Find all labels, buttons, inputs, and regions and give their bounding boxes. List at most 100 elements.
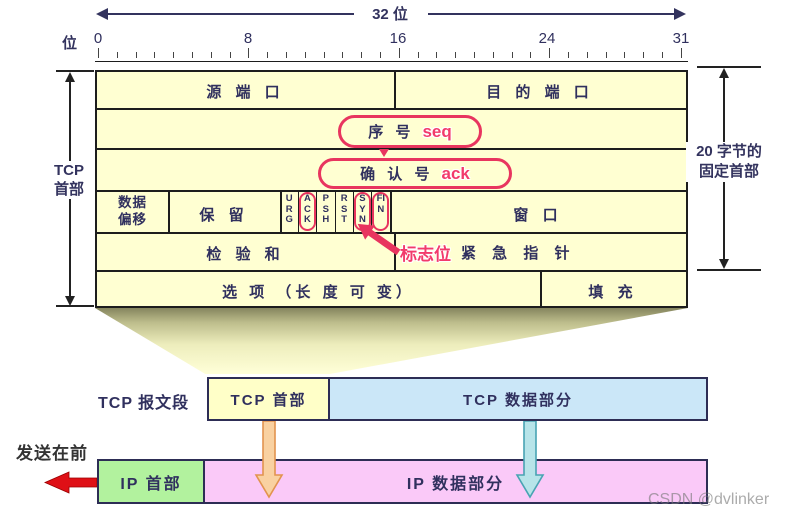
send-first-label: 发送在前 [16,444,88,463]
ruler-tick [511,52,513,58]
fixed-header-bracket-cap-top [697,66,761,68]
ruler-tick [436,52,438,58]
ruler-tick [605,52,607,58]
bit-unit-label: 位 [62,35,78,52]
col-divider [540,270,542,306]
flag-urg-label: URG [285,193,293,225]
row-divider [97,232,686,234]
data-offset-line2: 偏移 [118,212,147,227]
width-arrow-line-right [428,13,674,15]
cell-reserved: 保 留 [199,207,249,224]
ruler-tick [154,52,156,58]
ruler-tick [417,52,419,58]
flag-rst-label: RST [340,193,348,225]
width-label: 32 位 [372,6,408,23]
ip-data-cell: IP 数据部分 [205,461,706,502]
tick-label-0: 0 [93,30,103,47]
seq-annotation-oval: 序 号 seq [338,115,482,148]
cell-padding: 填 充 [588,284,638,301]
tcp-header-bracket-cap-top [56,70,94,72]
col-divider [335,190,336,232]
cell-dest-port: 目 的 端 口 [486,84,594,101]
ruler-tick [304,52,306,58]
ack-flag-oval [299,192,316,231]
cell-urgent-pointer: 紧 急 指 针 [461,245,576,262]
bracket-arrow-down-icon [65,296,75,306]
fin-flag-oval [372,192,389,231]
tcp-header-bracket-cap-bottom [56,305,94,307]
tcp-segment-header-cell: TCP 首部 [209,379,330,419]
ack-tag: ack [441,163,470,183]
col-divider [298,190,299,232]
ruler-tick [342,52,344,58]
flag-psh: PSH [317,190,335,232]
flag-urg: URG [280,190,298,232]
tick-label-24: 24 [538,30,556,47]
ruler-tick [586,52,588,58]
col-divider [394,72,396,108]
ip-header-cell: IP 首部 [99,461,205,502]
ruler-tick [361,52,363,58]
bracket-arrow-down-icon [719,259,729,269]
ruler-baseline [95,61,688,62]
ruler-tick [173,52,175,58]
cell-options: 选 项 （长 度 可 变） [222,284,415,301]
cell-sequence-number: 序 号 [368,124,415,141]
cell-data-offset: 数据 偏移 [97,194,168,228]
fixed-header-bracket-line2: 固定首部 [698,163,759,180]
cell-checksum: 检 验 和 [206,246,285,263]
tcp-header-bracket-line1: TCP [54,162,84,179]
tcp-header-bracket-line2: 首部 [53,181,84,198]
col-divider [371,190,372,232]
seq-pointer-icon [379,149,389,157]
ruler-tick [192,52,193,58]
ruler-tick [492,52,494,58]
ruler-tick [248,48,250,58]
funnel-shape [95,308,688,374]
bracket-arrow-up-icon [719,68,729,78]
row-divider [97,148,686,150]
ruler-tick [398,48,400,58]
tick-label-16: 16 [389,30,407,47]
fixed-header-bracket-label: 20 字节的 固定首部 [686,142,772,182]
col-divider [390,190,392,232]
ruler-tick [98,48,99,58]
row-divider [97,190,686,192]
ruler-tick [624,52,626,58]
ruler-tick [680,48,682,58]
tcp-header-table: 源 端 口 目 的 端 口 序 号 seq 确 认 号 ack 数据 偏移 保 … [95,70,688,308]
seq-tag: seq [422,121,452,141]
ruler-tick [267,52,269,58]
cell-source-port: 源 端 口 [206,84,285,101]
width-arrow-left-icon [96,8,108,20]
tcp-segment-label: TCP 报文段 [98,395,190,412]
bit-ruler-ticks [0,0,802,62]
tick-label-31: 31 [672,30,690,47]
cell-window: 窗 口 [513,207,563,224]
col-divider [168,190,170,232]
ack-annotation-oval: 确 认 号 ack [318,158,512,189]
col-divider [353,190,354,232]
col-divider [280,190,282,232]
bracket-arrow-up-icon [65,72,75,82]
ruler-tick [229,52,231,58]
tcp-segment-data-cell: TCP 数据部分 [330,379,706,419]
tcp-segment-box: TCP 首部 TCP 数据部分 [207,377,708,421]
ruler-tick [210,52,212,58]
ruler-tick [568,52,569,58]
ruler-tick [643,52,645,58]
ruler-tick [116,52,118,58]
urgent-pointer-group: 标志位 紧 急 指 针 [400,240,576,265]
ruler-tick [380,52,381,58]
ruler-tick [474,52,475,58]
row-divider [97,108,686,110]
flag-bits-arrow-icon [357,223,401,256]
fixed-header-bracket-cap-bottom [697,269,761,271]
ruler-tick [455,52,457,58]
width-arrow-line-left [106,13,354,15]
ip-datagram-box: IP 首部 IP 数据部分 [97,459,708,504]
tcp-header-bracket-label: TCP 首部 [46,161,92,199]
flag-bits-label: 标志位 [400,245,451,264]
data-offset-line1: 数据 [118,195,147,210]
